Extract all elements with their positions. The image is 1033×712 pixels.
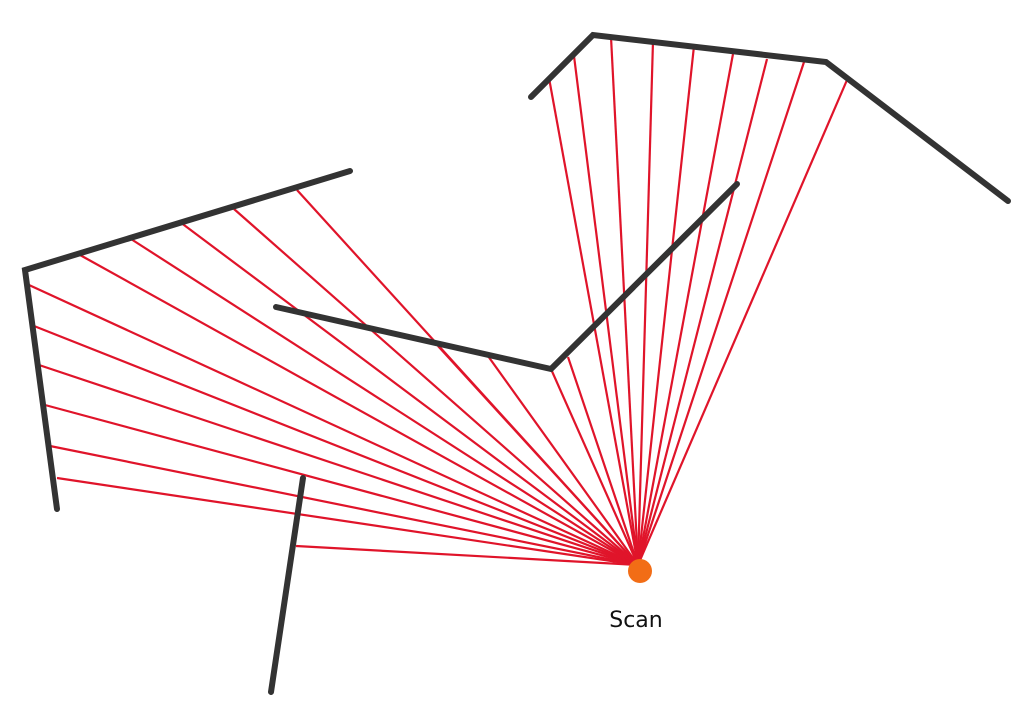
scan-rays [28, 36, 849, 567]
scan-ray-11 [233, 208, 639, 566]
scan-ray-14 [487, 355, 639, 566]
scan-ray-19 [609, 36, 640, 566]
scan-ray-16 [566, 356, 640, 566]
scan-ray-15 [549, 368, 640, 566]
scan-ray-10 [179, 221, 639, 566]
wall-upper-left [21, 168, 353, 512]
scan-label: Scan [609, 608, 663, 633]
scan-ray-20 [636, 40, 655, 566]
scan-ray-24 [636, 61, 806, 566]
scan-ray-7 [28, 284, 639, 566]
scan-ray-6 [33, 324, 639, 567]
wall-upper-right [528, 31, 1011, 204]
scan-ray-23 [636, 58, 769, 566]
wall-lower-left [268, 475, 306, 695]
wall-middle [273, 181, 740, 373]
walls [21, 31, 1011, 695]
scan-ray-2 [56, 476, 639, 567]
scan-ray-3 [49, 444, 639, 567]
scan-ray-22 [636, 53, 735, 566]
scan-ray-4 [44, 403, 639, 567]
scan-ray-17 [547, 77, 640, 566]
scan-ray-13 [437, 345, 639, 566]
scan-ray-21 [636, 45, 696, 566]
scan-ray-8 [79, 254, 639, 566]
scan-ray-25 [636, 79, 849, 566]
scan-ray-1 [295, 544, 639, 567]
scanner-point [628, 559, 652, 583]
scan-ray-5 [38, 363, 639, 567]
scan-ray-9 [130, 238, 639, 566]
